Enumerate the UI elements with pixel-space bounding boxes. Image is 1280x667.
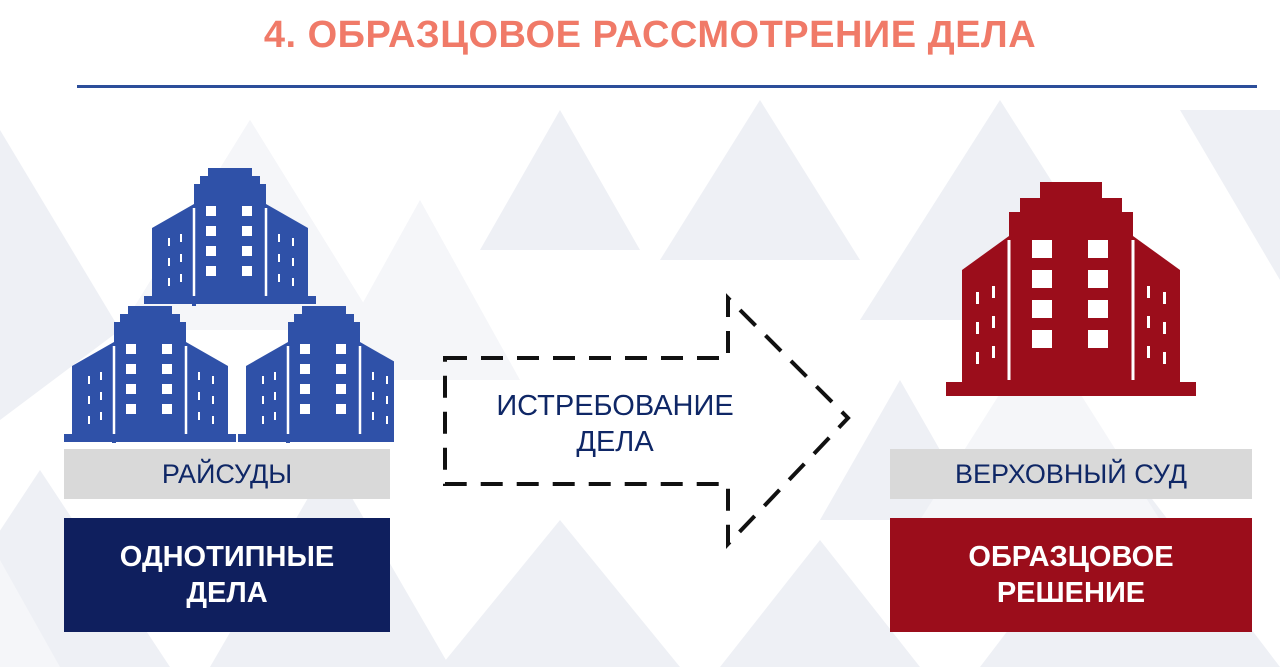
case-request-line-2: ДЕЛА — [576, 426, 654, 458]
district-courts-label: РАЙСУДЫ — [64, 449, 390, 499]
case-request-text: ИСТРЕБОВАНИЕ ДЕЛА — [470, 388, 760, 460]
similar-cases-line-1: ОДНОТИПНЫЕ — [119, 541, 335, 573]
case-request-line-1: ИСТРЕБОВАНИЕ — [496, 390, 734, 422]
dashed-arrow-right-icon — [443, 293, 851, 549]
title-divider — [77, 85, 1257, 88]
similar-cases-line-2: ДЕЛА — [186, 577, 268, 609]
page-title: 4. ОБРАЗЦОВОЕ РАССМОТРЕНИЕ ДЕЛА — [263, 14, 1037, 56]
model-decision-line-2: РЕШЕНИЕ — [996, 577, 1146, 609]
district-courts-label-text: РАЙСУДЫ — [161, 458, 293, 489]
similar-cases-box: ОДНОТИПНЫЕ ДЕЛА — [64, 518, 390, 632]
supreme-court-label-text: ВЕРХОВНЫЙ СУД — [954, 458, 1188, 489]
model-decision-box: ОБРАЗЦОВОЕ РЕШЕНИЕ — [890, 518, 1252, 632]
three-buildings-icon — [64, 168, 394, 443]
model-decision-line-1: ОБРАЗЦОВОЕ — [968, 541, 1174, 573]
supreme-court-label: ВЕРХОВНЫЙ СУД — [890, 449, 1252, 499]
building-icon — [946, 182, 1196, 396]
